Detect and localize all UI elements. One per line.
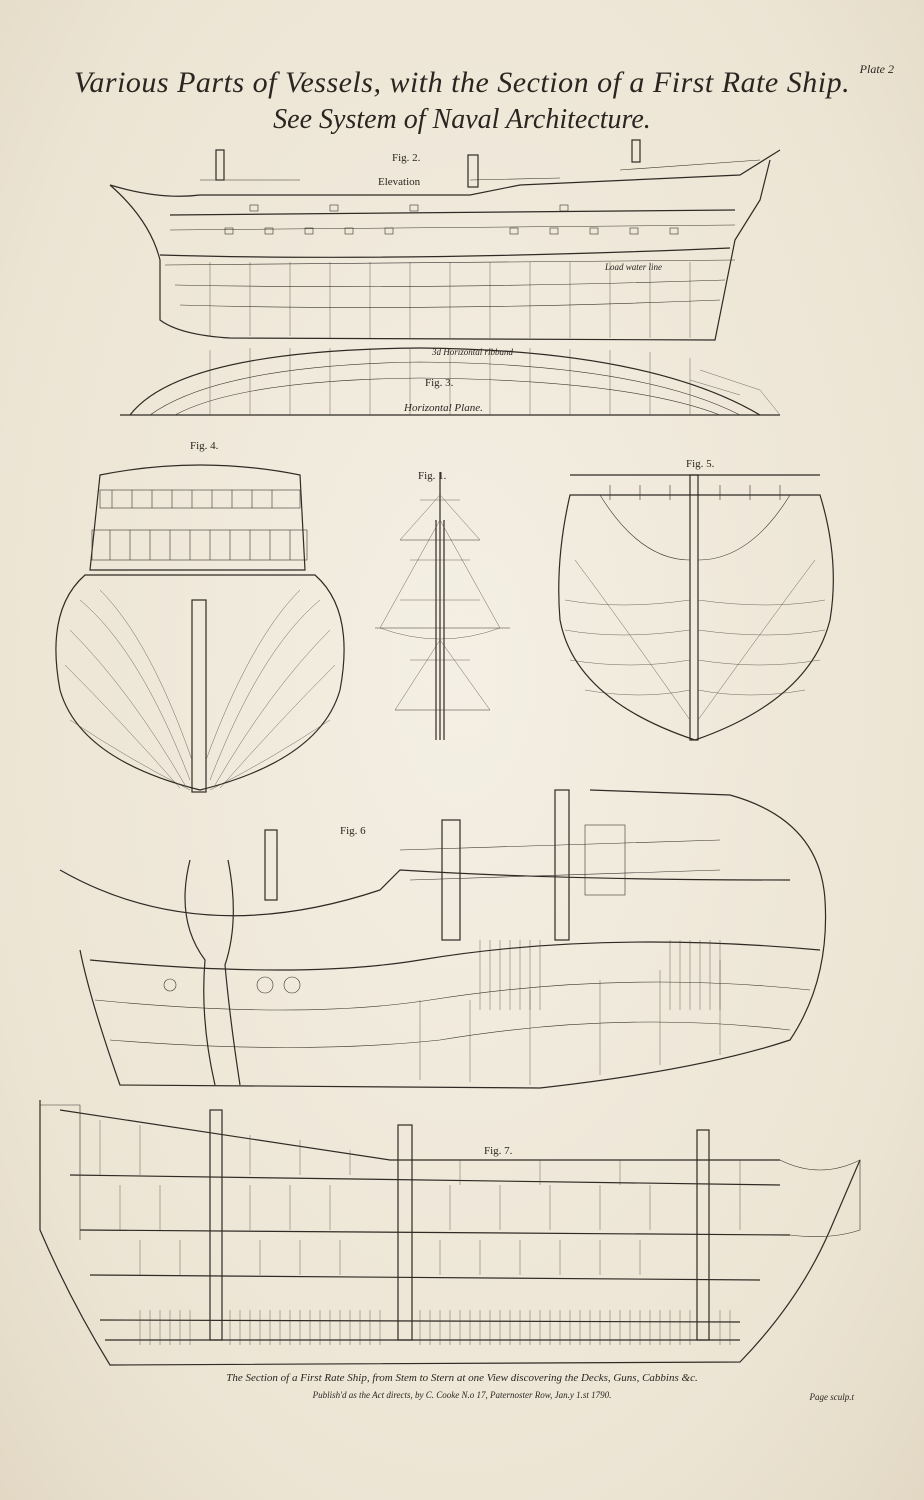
horizontal-ribband-label: 3d Horizontal ribband xyxy=(432,347,514,357)
fig5-bow-drawing xyxy=(558,474,834,741)
plate-title: Various Parts of Vessels, with the Secti… xyxy=(73,66,851,99)
fig6-label: Fig. 6 xyxy=(340,825,366,837)
fig7-label: Fig. 7. xyxy=(484,1145,513,1157)
fig7-section-drawing xyxy=(39,1100,861,1366)
fig2-elevation-drawing xyxy=(109,139,781,341)
plate-number: Plate 2 xyxy=(859,62,894,76)
publisher-line: Publish'd as the Act directs, by C. Cook… xyxy=(312,1390,612,1400)
load-water-line-label: Load water line xyxy=(605,262,663,272)
fig3-horizontal-plane-drawing xyxy=(120,347,781,416)
fig2-label: Fig. 2. xyxy=(392,152,421,164)
fig5-label: Fig. 5. xyxy=(686,458,715,470)
fig3-label: Fig. 3. xyxy=(425,377,454,389)
fig4-stern-drawing xyxy=(55,464,345,793)
fig6-bow-perspective-drawing xyxy=(59,789,827,1089)
section-caption: The Section of a First Rate Ship, from S… xyxy=(226,1372,698,1384)
plate-subtitle: See System of Naval Architecture. xyxy=(273,104,651,135)
fig3-horizontal-plane-label: Horizontal Plane. xyxy=(404,402,483,414)
fig4-label: Fig. 4. xyxy=(190,440,219,452)
fig1-label: Fig. 1. xyxy=(418,470,447,482)
fig2-elevation-label: Elevation xyxy=(378,176,421,188)
fig1-mast-drawing xyxy=(375,472,510,740)
engraver-credit: Page sculp.t xyxy=(809,1392,855,1402)
